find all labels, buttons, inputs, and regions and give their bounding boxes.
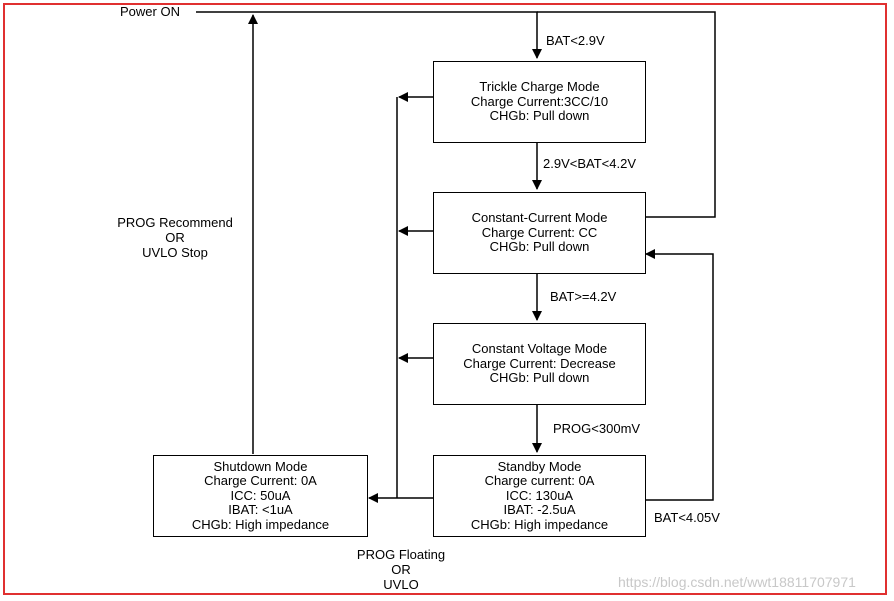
trickle-line-3: CHGb: Pull down [489,108,590,124]
prog-floating-line-2: OR [391,562,411,577]
bat-2-9v-4-2v-label: 2.9V<BAT<4.2V [543,156,636,171]
shutdown-line-2: Charge Current: 0A [204,473,317,489]
bat-lt-4-05v-label: BAT<4.05V [654,510,720,525]
cv-line-2: Charge Current: Decrease [463,355,616,371]
prog-floating-label: PROG Floating OR UVLO [330,547,472,592]
cc-line-1: Constant-Current Mode [471,210,608,226]
cv-line-3: CHGb: Pull down [489,370,590,386]
prog-recommend-line-3: UVLO Stop [142,245,208,260]
constant-voltage-node: Constant Voltage Mode Charge Current: De… [433,323,646,405]
trickle-line-2: Charge Current:3CC/10 [470,93,609,109]
standby-line-1: Standby Mode [497,458,582,474]
bat-ge-4-2v-label: BAT>=4.2V [550,289,617,304]
shutdown-line-3: ICC: 50uA [230,487,291,503]
standby-line-3: ICC: 130uA [505,487,574,503]
power-on-label: Power ON [120,4,180,19]
prog-lt-300mv-label: PROG<300mV [553,421,641,436]
trickle-line-1: Trickle Charge Mode [479,79,600,95]
prog-floating-line-1: PROG Floating [356,547,446,562]
cc-line-2: Charge Current: CC [481,224,598,240]
watermark: https://blog.csdn.net/wwt18811707971 [618,574,856,590]
prog-recommend-line-1: PROG Recommend [117,215,233,230]
standby-line-2: Charge current: 0A [484,473,595,489]
shutdown-line-1: Shutdown Mode [213,458,308,474]
prog-recommend-line-2: OR [165,230,185,245]
standby-to-cc-loop [645,249,714,501]
shutdown-line-4: IBAT: <1uA [228,502,293,518]
standby-node: Standby Mode Charge current: 0A ICC: 130… [433,455,646,537]
cv-line-1: Constant Voltage Mode [471,341,608,357]
cc-line-3: CHGb: Pull down [489,239,590,255]
bat-lt-2-9v-label: BAT<2.9V [546,33,605,48]
cc-to-top-loop [537,11,716,218]
prog-floating-line-3: UVLO [383,577,419,592]
constant-current-node: Constant-Current Mode Charge Current: CC… [433,192,646,274]
power-on-line [196,11,542,59]
image-frame [3,3,887,595]
standby-line-4: IBAT: -2.5uA [503,502,576,518]
prog-recommend-label: PROG Recommend OR UVLO Stop [96,215,254,260]
standby-line-5: CHGb: High impedance [470,516,609,532]
shutdown-line-5: CHGb: High impedance [191,516,330,532]
shutdown-node: Shutdown Mode Charge Current: 0A ICC: 50… [153,455,368,537]
trickle-charge-node: Trickle Charge Mode Charge Current:3CC/1… [433,61,646,143]
